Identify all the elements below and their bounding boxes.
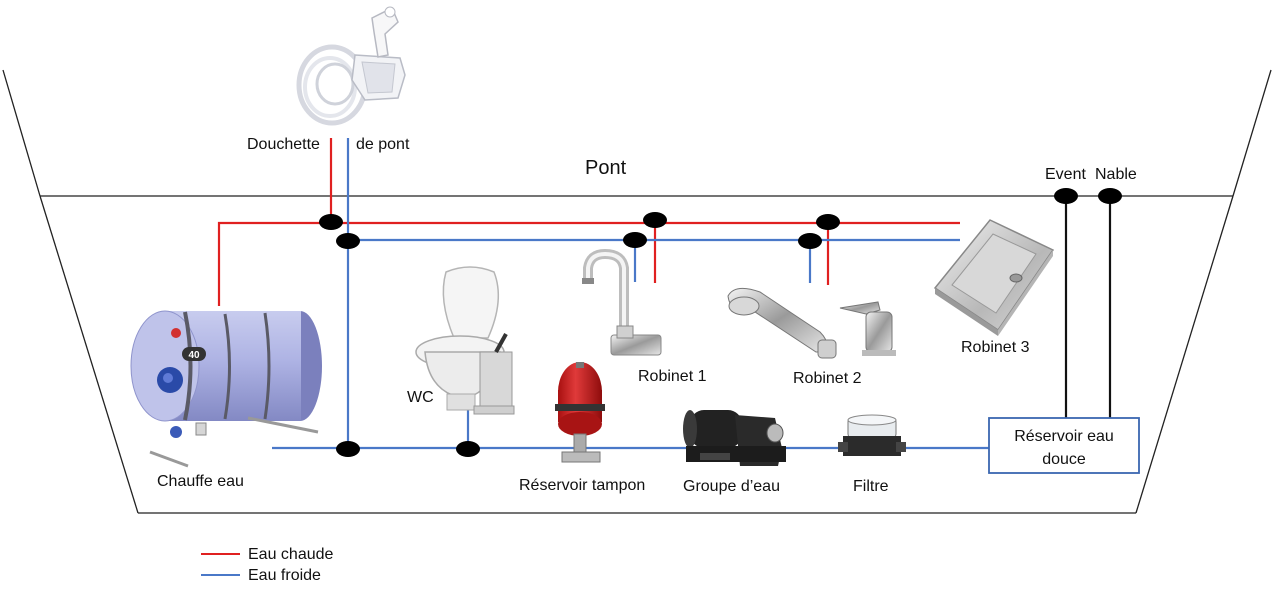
label-groupe-eau: Groupe d’eau: [683, 478, 780, 495]
junction-dot: [336, 233, 360, 249]
label-reservoir-douce: douce: [1042, 451, 1086, 468]
junction-dot: [1054, 188, 1078, 204]
junction-dot: [336, 441, 360, 457]
freshwater-tank-box: [988, 417, 1140, 474]
junction-dot: [319, 214, 343, 230]
label-wc: WC: [407, 389, 434, 406]
label-robinet-3: Robinet 3: [961, 339, 1030, 356]
heater-badge: 40: [188, 350, 200, 361]
pipe-junctions: [319, 188, 1122, 457]
water-heater-icon: 40: [130, 310, 322, 468]
junction-dot: [456, 441, 480, 457]
label-douchette: Douchette: [247, 136, 320, 153]
legend: Eau chaude Eau froide: [201, 546, 334, 584]
label-reservoir-eau: Réservoir eau: [1014, 428, 1114, 445]
legend-label-cold: Eau froide: [248, 567, 321, 584]
water-pump-icon: [683, 410, 786, 466]
shower-icon: [296, 6, 406, 126]
hull-outline: [2, 69, 1272, 514]
toilet-icon: [415, 266, 515, 415]
legend-label-hot: Eau chaude: [248, 546, 334, 563]
label-reservoir-tampon: Réservoir tampon: [519, 477, 645, 494]
mixer-tap-icon: [727, 287, 896, 359]
sink-icon: [933, 219, 1055, 336]
junction-dot: [1098, 188, 1122, 204]
junction-dot: [643, 212, 667, 228]
label-chauffe-eau: Chauffe eau: [157, 473, 244, 490]
water-filter-icon: [838, 414, 906, 456]
junction-dot: [623, 232, 647, 248]
junction-dot: [798, 233, 822, 249]
junction-dot: [816, 214, 840, 230]
label-de-pont: de pont: [356, 136, 410, 153]
label-pont: Pont: [585, 157, 627, 179]
accumulator-tank-icon: [555, 362, 605, 463]
hot-water-pipes: [217, 138, 960, 306]
label-nable: Nable: [1095, 166, 1137, 183]
label-event: Event: [1045, 166, 1086, 183]
label-robinet-2: Robinet 2: [793, 370, 862, 387]
label-robinet-1: Robinet 1: [638, 368, 707, 385]
faucet-icon: [582, 248, 662, 356]
vent-filler-lines: [1064, 195, 1112, 418]
label-filtre: Filtre: [853, 478, 889, 495]
cold-water-pipes: [272, 138, 989, 450]
